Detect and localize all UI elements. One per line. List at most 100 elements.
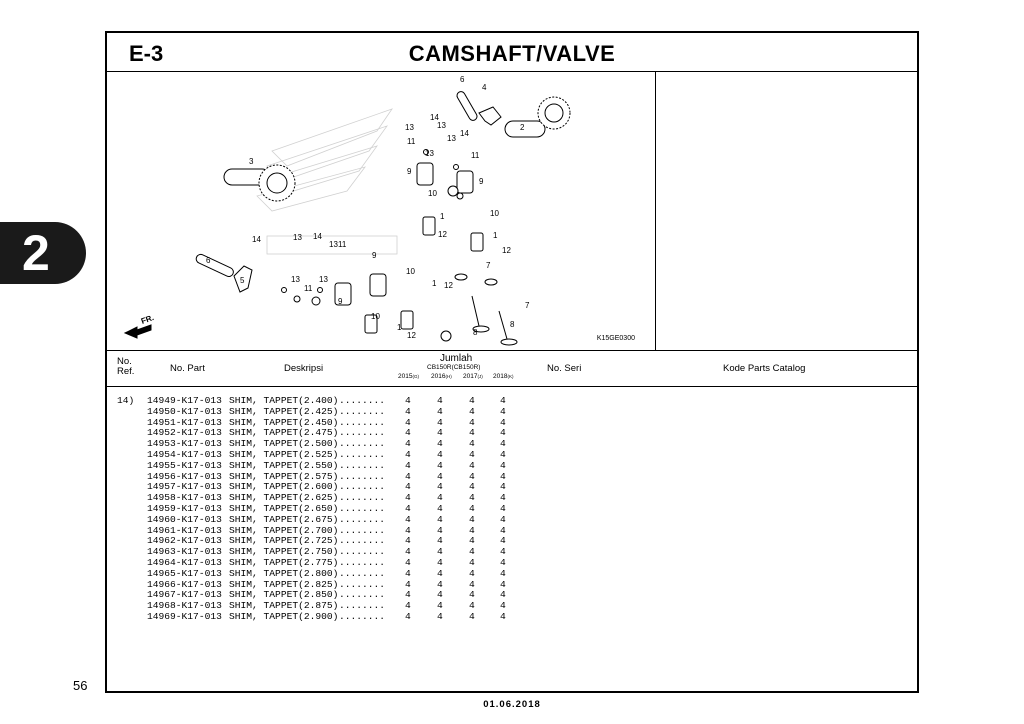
quantity-cell: 4 <box>500 535 506 547</box>
quantity-cell: 4 <box>469 395 475 406</box>
page-title: CAMSHAFT/VALVE <box>408 41 616 66</box>
callout-label: 7 <box>486 261 491 270</box>
col-year-2017-value: 2017 <box>463 373 478 380</box>
callout-label: 4 <box>482 83 487 92</box>
page-header: E-3 CAMSHAFT/VALVE <box>107 33 917 72</box>
part-description: SHIM, TAPPET(2.750) <box>229 546 339 558</box>
quantity-cell: 4 <box>500 470 506 482</box>
callout-label: 14 <box>252 235 261 244</box>
section-code: E-3 <box>129 41 164 66</box>
quantity-cell: 4 <box>405 459 411 471</box>
part-number: 14965-K17-013 <box>147 567 222 579</box>
quantity-cell: 4 <box>500 449 506 460</box>
col-year-2016-suffix: (H) <box>445 374 452 379</box>
col-year-2015: 2015(G) <box>398 373 419 380</box>
quantity-cell: 4 <box>437 427 443 439</box>
part-description: SHIM, TAPPET(2.600) <box>229 481 339 493</box>
quantity-cell: 4 <box>405 535 411 547</box>
rocker-arm-left-icon <box>233 265 253 293</box>
quantity-cell: 4 <box>469 449 475 460</box>
callout-label: 3 <box>249 157 254 166</box>
callout-label: 14 <box>313 232 322 241</box>
quantity-cell: 4 <box>405 589 411 601</box>
callout-label: 12 <box>407 331 416 340</box>
col-year-2015-suffix: (G) <box>412 374 419 379</box>
exploded-diagram-drawing <box>123 91 571 346</box>
part-number: 14953-K17-013 <box>147 438 222 450</box>
quantity-cell: 4 <box>500 503 506 514</box>
valve-icons <box>471 295 518 346</box>
quantity-cell: 4 <box>469 524 475 536</box>
quantity-cell: 4 <box>500 459 506 471</box>
callout-label: 12 <box>438 230 447 239</box>
col-description: Deskripsi <box>284 363 324 374</box>
quantity-cell: 4 <box>437 546 443 558</box>
quantity-cell: 4 <box>405 427 411 439</box>
section-tab-number: 2 <box>22 225 50 281</box>
callout-label: 9 <box>338 297 343 306</box>
leader-dots: ........ <box>339 395 386 406</box>
part-number: 14963-K17-013 <box>147 546 222 558</box>
part-description: SHIM, TAPPET(2.575) <box>229 470 339 482</box>
parts-page-frame: E-3 CAMSHAFT/VALVE <box>105 31 919 693</box>
leader-dots: ........ <box>339 492 386 504</box>
part-number: 14961-K17-013 <box>147 524 222 536</box>
part-number: 14969-K17-013 <box>147 611 222 622</box>
callout-label: 11 <box>304 284 313 293</box>
part-number: 14956-K17-013 <box>147 470 222 482</box>
quantity-cell: 4 <box>437 589 443 601</box>
part-number: 14966-K17-013 <box>147 578 222 590</box>
callout-label: 12 <box>502 246 511 255</box>
quantity-cell: 4 <box>469 438 475 450</box>
part-number: 14955-K17-013 <box>147 459 222 471</box>
leader-dots: ........ <box>339 405 386 417</box>
quantity-cell: 4 <box>469 557 475 568</box>
leader-dots: ........ <box>339 513 386 525</box>
camshaft-right-icon <box>504 96 571 138</box>
col-year-2018-suffix: (K) <box>507 374 514 379</box>
quantity-cell: 4 <box>469 513 475 525</box>
col-year-2017-suffix: (J) <box>477 374 483 379</box>
leader-dots: ........ <box>339 449 386 460</box>
quantity-cell: 4 <box>469 427 475 439</box>
col-quantity: Jumlah <box>440 353 473 364</box>
quantity-cell: 4 <box>469 405 475 417</box>
callout-label: 1 <box>432 279 437 288</box>
part-description: SHIM, TAPPET(2.400) <box>229 395 339 406</box>
part-number: 14950-K17-013 <box>147 405 222 417</box>
quantity-cell: 4 <box>469 567 475 579</box>
quantity-cell: 4 <box>437 449 443 460</box>
part-number: 14949-K17-013 <box>147 395 222 406</box>
quantity-cell: 4 <box>469 611 475 622</box>
part-description: SHIM, TAPPET(2.725) <box>229 535 339 547</box>
quantity-cell: 4 <box>405 578 411 590</box>
part-number: 14952-K17-013 <box>147 427 222 439</box>
col-catalog-code: Kode Parts Catalog <box>723 363 806 374</box>
page-number: 56 <box>73 678 88 693</box>
callout-label: 13 <box>405 123 414 132</box>
part-number: 14960-K17-013 <box>147 513 222 525</box>
quantity-cell: 4 <box>469 578 475 590</box>
col-models: CB150R(CB150R) <box>427 364 481 371</box>
quantity-cell: 4 <box>405 470 411 482</box>
quantity-cell: 4 <box>500 567 506 579</box>
part-description: SHIM, TAPPET(2.425) <box>229 405 339 417</box>
callout-label: 13 <box>319 275 328 284</box>
leader-dots: ........ <box>339 611 386 622</box>
section-tab: 2 <box>0 222 86 284</box>
callout-label: 10 <box>490 209 499 218</box>
col-serial: No. Seri <box>547 363 582 374</box>
quantity-cell: 4 <box>469 546 475 558</box>
quantity-cell: 4 <box>405 546 411 558</box>
